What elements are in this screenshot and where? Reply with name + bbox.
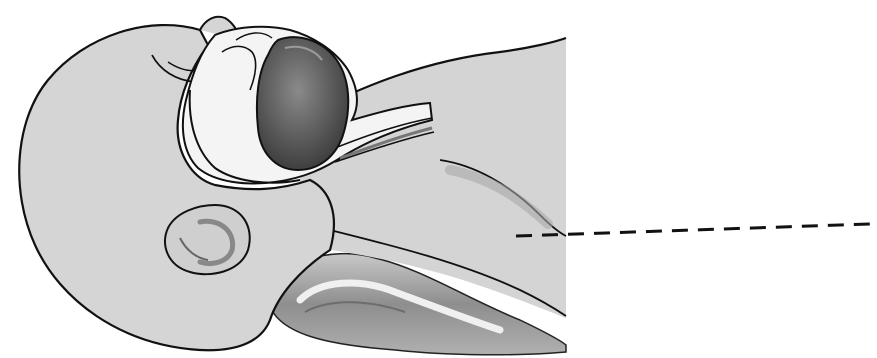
ear (165, 205, 250, 274)
tongue (257, 37, 348, 170)
leader-line (516, 224, 870, 236)
